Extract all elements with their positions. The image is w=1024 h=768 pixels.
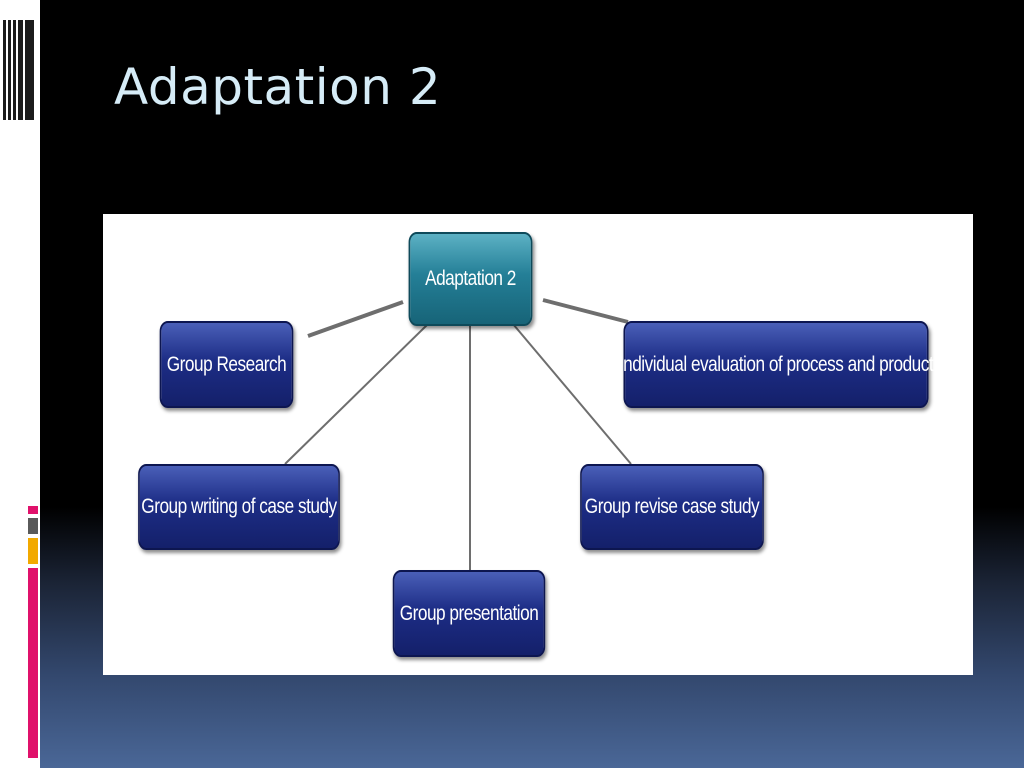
link-group-research	[307, 300, 404, 338]
link-individual-evaluation	[542, 298, 629, 324]
slide-title: Adaptation 2	[114, 58, 442, 116]
node-individual-evaluation: Individual evaluation of process and pro…	[619, 321, 934, 408]
link-group-revise	[512, 323, 632, 465]
node-group-research: Group Research	[159, 321, 294, 408]
accent-bars	[28, 506, 40, 768]
node-group-revise: Group revise case study	[580, 464, 764, 550]
node-label: Individual evaluation of process and pro…	[618, 352, 934, 376]
left-decor-strip	[0, 0, 40, 768]
center-node-adaptation-2: Adaptation 2	[408, 232, 533, 326]
connector-lines	[284, 298, 632, 570]
node-group-presentation: Group presentation	[392, 570, 546, 657]
node-group-writing: Group writing of case study	[138, 464, 340, 550]
decorative-bars	[3, 20, 37, 120]
center-node-label: Adaptation 2	[425, 267, 516, 290]
node-label: Group Research	[166, 352, 287, 376]
link-group-writing	[284, 323, 429, 465]
node-label: Group presentation	[399, 601, 539, 625]
diagram-panel: Adaptation 2 Group Research Individual e…	[103, 214, 973, 675]
node-label: Group revise case study	[584, 495, 760, 518]
node-label: Group writing of case study	[141, 495, 337, 518]
